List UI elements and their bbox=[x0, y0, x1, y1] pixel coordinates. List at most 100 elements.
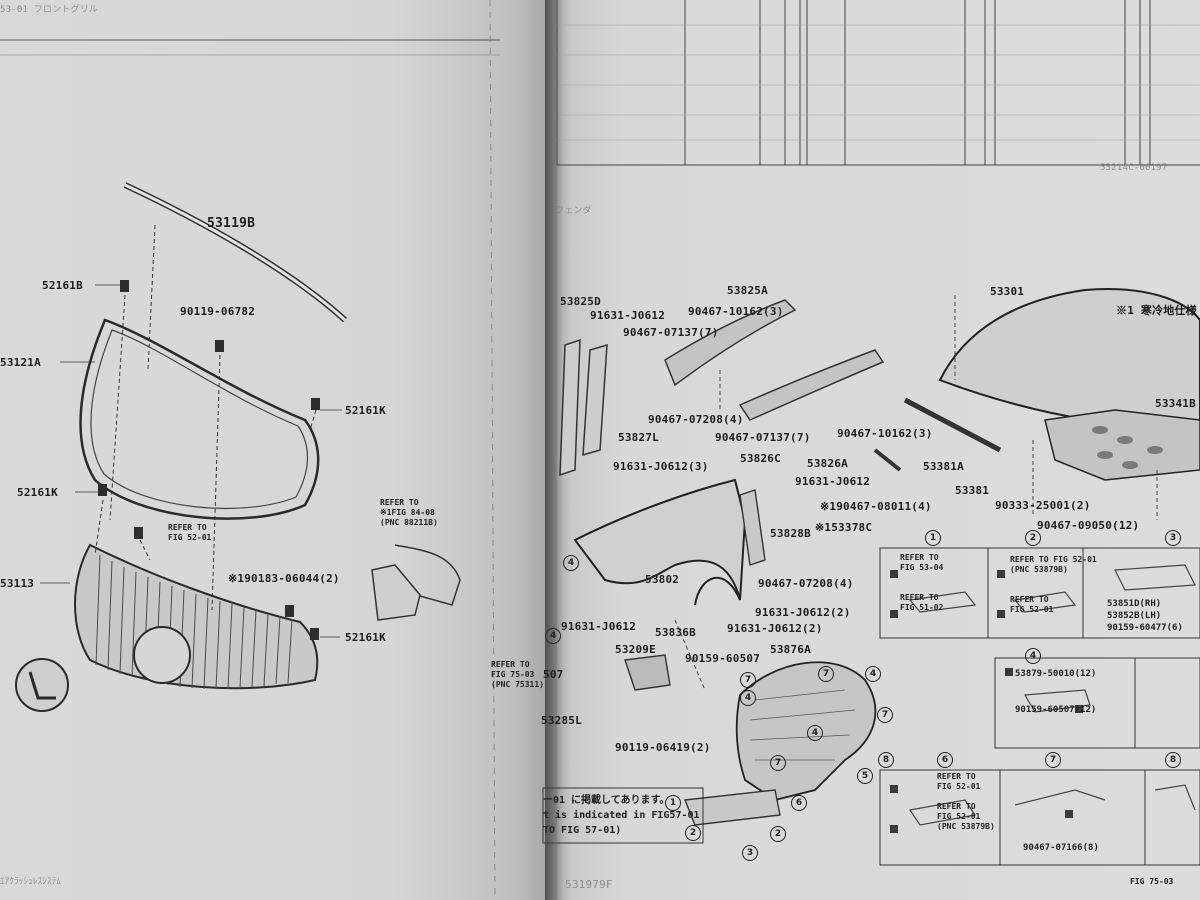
part-label-53802: 53802 bbox=[645, 573, 680, 586]
gutter-shadow bbox=[545, 0, 563, 900]
callout-2-a: 2 bbox=[685, 825, 701, 841]
part-label-91631-J0612-f: 91631-J0612 bbox=[561, 620, 637, 633]
refer-line: (PNC 88211B) bbox=[380, 518, 438, 527]
detail-line: 53851D(RH) bbox=[1107, 599, 1162, 609]
detail-box-7-text: 90467-07166(8) bbox=[1023, 843, 1099, 853]
refer-line: REFER TO bbox=[168, 523, 207, 532]
part-label-52161B: 52161B bbox=[42, 279, 83, 292]
part-label-90333-25001: 90333-25001(2) bbox=[995, 499, 1091, 512]
detail-number-8: 8 bbox=[1165, 752, 1181, 768]
callout-4-e: 4 bbox=[807, 725, 823, 741]
part-label-53825D: 53825D bbox=[560, 295, 601, 308]
refer-line: ※1FIG 84-08 bbox=[380, 508, 435, 517]
refer-line: FIG 52-01 bbox=[168, 533, 212, 542]
grille-diagram bbox=[0, 0, 556, 900]
detail-number-2: 2 bbox=[1025, 530, 1041, 546]
part-label-90467-09050: 90467-09050(12) bbox=[1037, 519, 1140, 532]
part-label-53301: 53301 bbox=[990, 285, 1025, 298]
detail-line: REFER TO bbox=[900, 553, 939, 562]
part-label-53121A: 53121A bbox=[0, 356, 41, 369]
callout-4-a: 4 bbox=[563, 555, 579, 571]
part-label-91631-J0612-c: 91631-J0612 bbox=[795, 475, 871, 488]
refer-line: REFER TO bbox=[380, 498, 419, 507]
part-label-52161K-upper: 52161K bbox=[345, 404, 386, 417]
fender-section-label: フェンダ bbox=[555, 206, 592, 216]
detail-line: 90159-60507(12) bbox=[1015, 705, 1097, 715]
detail-line: 53879-50010(12) bbox=[1015, 669, 1097, 679]
footnote-cold-region: ※1 寒冷地仕様 bbox=[1116, 304, 1197, 317]
callout-5: 5 bbox=[857, 768, 873, 784]
part-label-90467-10162-a: 90467-10162(3) bbox=[688, 305, 784, 318]
part-label-90159-60507: 90159-60507 bbox=[685, 652, 761, 665]
callout-1: 1 bbox=[665, 795, 681, 811]
part-label-53826A: 53826A bbox=[807, 457, 848, 470]
part-label-91631-J0612-b: 91631-J0612(3) bbox=[613, 460, 709, 473]
part-label-90467-07208-a: 90467-07208(4) bbox=[648, 413, 744, 426]
part-label-53827L: 53827L bbox=[618, 431, 659, 444]
corner-code: 53214C-00197 bbox=[1100, 163, 1168, 173]
part-label-53381A: 53381A bbox=[923, 460, 964, 473]
molding-strip bbox=[123, 182, 348, 323]
part-label-90119-06782: 90119-06782 bbox=[180, 305, 256, 318]
refer-line: (PNC 75311) bbox=[491, 680, 544, 689]
callout-2-b: 2 bbox=[770, 826, 786, 842]
part-label-90119-06419: 90119-06419(2) bbox=[615, 741, 711, 754]
left-footer: ｴｱｸﾗｯｼｭﾚｽｼｽﾃﾑ bbox=[0, 877, 62, 887]
refer-line: REFER TO bbox=[491, 660, 530, 669]
detail-line: REFER TO bbox=[900, 593, 939, 602]
detail-number-7: 7 bbox=[1045, 752, 1061, 768]
fender-hood-diagram bbox=[542, 0, 1200, 900]
part-label-53341B: 53341B bbox=[1155, 397, 1196, 410]
detail-line: REFER TO bbox=[937, 772, 976, 781]
part-label-53381: 53381 bbox=[955, 484, 990, 497]
part-label-53825A: 53825A bbox=[727, 284, 768, 297]
detail-line: 53852B(LH) bbox=[1107, 611, 1162, 621]
callout-4-d: 4 bbox=[740, 690, 756, 706]
detail-line: (PNC 53879B) bbox=[937, 822, 995, 831]
part-label-90183-06044: ※190183-06044(2) bbox=[228, 572, 340, 585]
part-label-90467-07208-b: 90467-07208(4) bbox=[758, 577, 854, 590]
detail-line: FIG 52-01 bbox=[937, 782, 981, 791]
detail-line: FIG 75-03 bbox=[1130, 877, 1174, 886]
part-label-91631-J0612-e: 91631-J0612(2) bbox=[727, 622, 823, 635]
detail-line: REFER TO bbox=[1010, 595, 1049, 604]
detail-box-3-text: 53851D(RH) 53852B(LH) 90159-60477(6) bbox=[1107, 598, 1183, 634]
detail-number-4: 4 bbox=[1025, 648, 1041, 664]
callout-7-c: 7 bbox=[877, 707, 893, 723]
detail-number-3: 3 bbox=[1165, 530, 1181, 546]
part-label-190467-08011: ※190467-08011(4) bbox=[820, 500, 932, 513]
detail-line: REFER TO bbox=[937, 802, 976, 811]
callout-6: 6 bbox=[791, 795, 807, 811]
bottom-code: 531979F bbox=[565, 878, 613, 891]
left-header-fragment: 53-01 フロントグリル bbox=[0, 5, 99, 15]
detail-line: 90467-07166(8) bbox=[1023, 843, 1099, 853]
emblem bbox=[15, 658, 69, 712]
right-page: 53214C-00197 フェンダ ※1 寒冷地仕様 53825D 53825A… bbox=[491, 0, 1200, 900]
left-page: 53-01 フロントグリル 53119B 52161B 90119-06782 … bbox=[0, 0, 560, 900]
part-label-53836B: 53836B bbox=[655, 626, 696, 639]
note-line: t is indicated in FIG57-01 bbox=[543, 810, 700, 821]
part-label-91631-J0612-d: 91631-J0612(2) bbox=[755, 606, 851, 619]
detail-number-6: 6 bbox=[937, 752, 953, 768]
callout-4-c: 4 bbox=[865, 666, 881, 682]
detail-line: 90159-60477(6) bbox=[1107, 623, 1183, 633]
part-label-53113: 53113 bbox=[0, 577, 35, 590]
part-label-91631-J0612-a: 91631-J0612 bbox=[590, 309, 666, 322]
refer-line: FIG 75-03 bbox=[491, 670, 535, 679]
detail-line: (PNC 53879B) bbox=[1010, 565, 1068, 574]
detail-line: REFER TO FIG 52-01 bbox=[1010, 555, 1097, 564]
detail-line: FIG 51-02 bbox=[900, 603, 944, 612]
callout-3: 3 bbox=[742, 845, 758, 861]
detail-box-8-text: FIG 75-03 bbox=[1130, 877, 1173, 887]
note-fig57-01: ー01 に掲載してあります。t is indicated in FIG57-01… bbox=[543, 793, 700, 838]
part-label-53209E: 53209E bbox=[615, 643, 656, 656]
part-label-53119B: 53119B bbox=[207, 216, 256, 231]
part-label-90467-07137-b: 90467-07137(7) bbox=[715, 431, 811, 444]
callout-8: 8 bbox=[878, 752, 894, 768]
emblem-hole bbox=[133, 626, 191, 684]
detail-line: FIG 52-01 bbox=[937, 812, 981, 821]
